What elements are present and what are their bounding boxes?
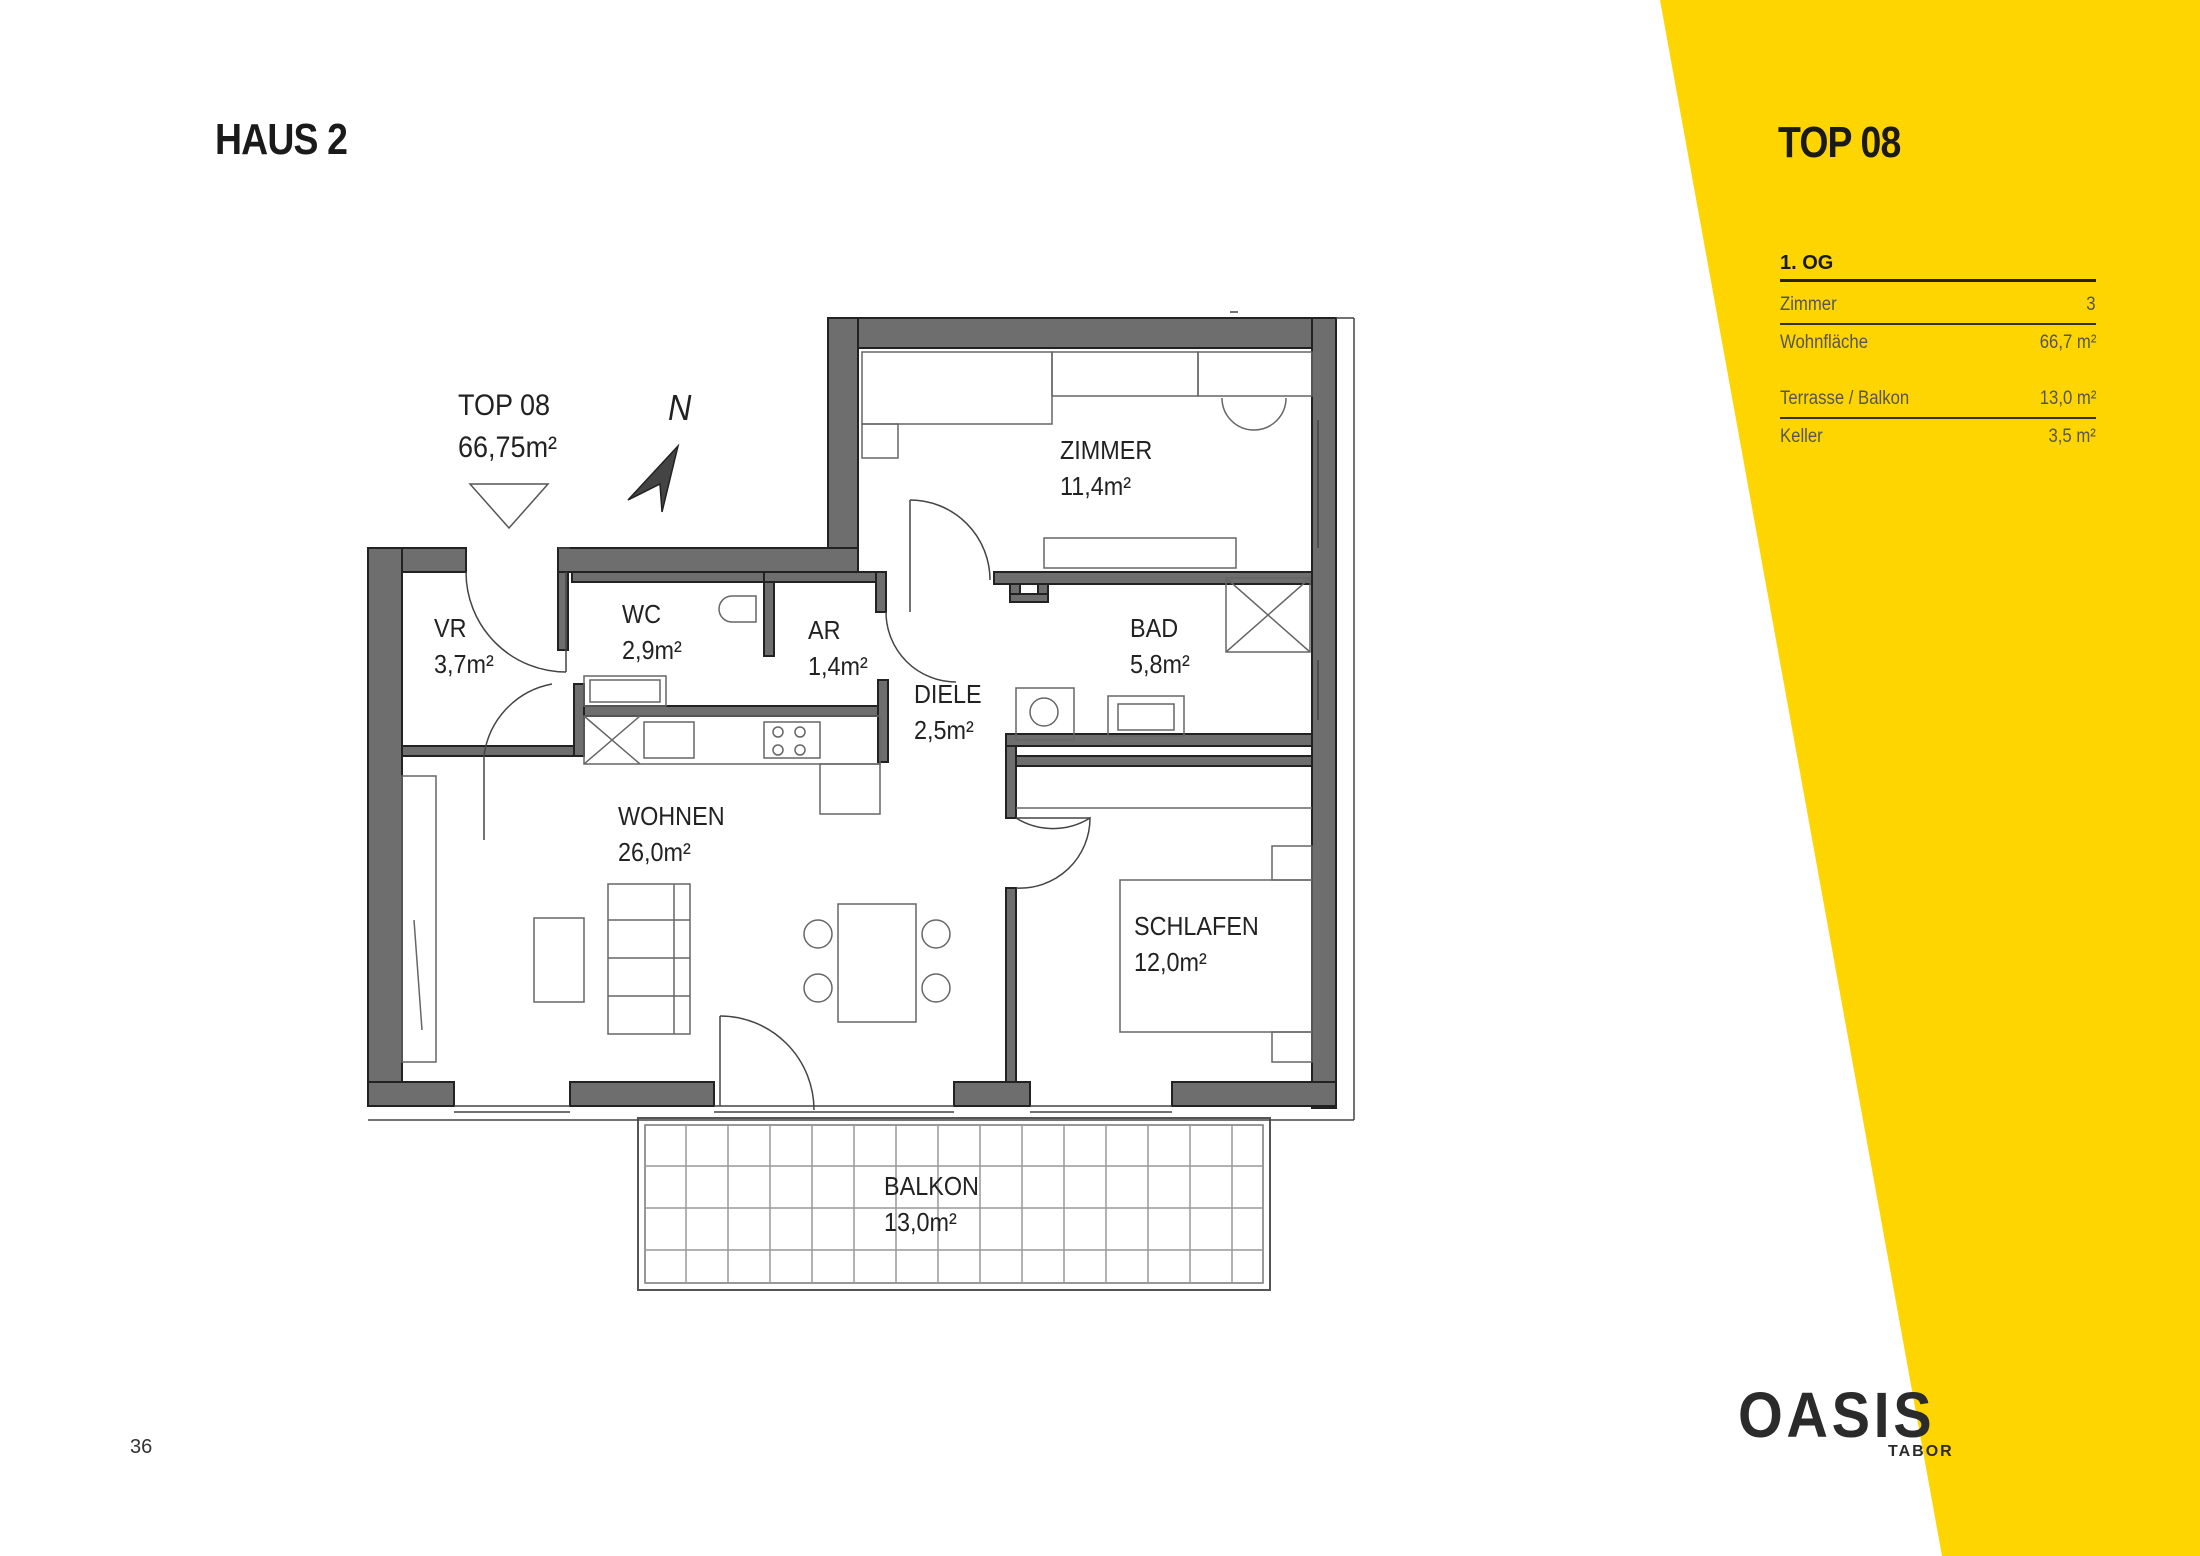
outer-thin-lines xyxy=(368,317,1355,1121)
north-arrow-icon xyxy=(627,443,680,513)
room-diele: DIELE 2,5m² xyxy=(914,676,982,748)
room-name: WOHNEN xyxy=(618,801,725,831)
room-area: 5,8m² xyxy=(1130,649,1190,679)
room-bad: BAD 5,8m² xyxy=(1130,610,1190,682)
info-label: Zimmer xyxy=(1780,294,1837,315)
info-label: Keller xyxy=(1780,426,1823,447)
room-name: ZIMMER xyxy=(1060,435,1153,465)
furniture xyxy=(401,351,1313,1063)
floor-plan xyxy=(367,311,1355,1291)
entrance-marker xyxy=(468,483,550,530)
unit-label: TOP 08 66,75m² xyxy=(458,385,557,469)
info-row-balcony: Terrasse / Balkon 13,0 m² xyxy=(1780,381,2096,419)
info-label: Terrasse / Balkon xyxy=(1780,388,1910,409)
doors xyxy=(465,311,1238,1111)
info-table-primary: Zimmer 3 Wohnfläche 66,7 m² xyxy=(1780,287,2096,361)
room-vr: VR 3,7m² xyxy=(434,610,494,682)
room-area: 13,0m² xyxy=(884,1207,957,1237)
outer-walls xyxy=(367,317,1337,1109)
room-wc: WC 2,9m² xyxy=(622,596,682,668)
room-area: 12,0m² xyxy=(1134,947,1207,977)
page-number: 36 xyxy=(130,1436,153,1458)
room-balkon: BALKON 13,0m² xyxy=(884,1168,979,1240)
room-wohnen: WOHNEN 26,0m² xyxy=(618,798,725,870)
info-value: 3 xyxy=(2086,294,2096,315)
brand-logo-sub: TABOR xyxy=(1888,1443,1954,1460)
unit-label-name: TOP 08 xyxy=(458,389,551,422)
info-value: 3,5 m² xyxy=(2048,426,2096,447)
room-name: VR xyxy=(434,613,467,643)
room-schlafen: SCHLAFEN 12,0m² xyxy=(1134,908,1259,980)
room-area: 1,4m² xyxy=(808,651,868,681)
brand-logo: OASIS xyxy=(1738,1379,1936,1451)
info-row-cellar: Keller 3,5 m² xyxy=(1780,419,2096,455)
yellow-accent-panel xyxy=(1660,0,2200,1556)
info-value: 13,0 m² xyxy=(2039,388,2096,409)
room-area: 2,5m² xyxy=(914,715,974,745)
unit-title: TOP 08 xyxy=(1778,118,1901,167)
info-row-living-area: Wohnfläche 66,7 m² xyxy=(1780,325,2096,361)
unit-label-area: 66,75m² xyxy=(458,431,558,464)
info-label: Wohnfläche xyxy=(1780,332,1868,353)
room-name: SCHLAFEN xyxy=(1134,911,1259,941)
room-name: DIELE xyxy=(914,679,982,709)
room-area: 11,4m² xyxy=(1060,471,1132,501)
info-row-rooms: Zimmer 3 xyxy=(1780,287,2096,325)
room-ar: AR 1,4m² xyxy=(808,612,868,684)
info-table-secondary: Terrasse / Balkon 13,0 m² Keller 3,5 m² xyxy=(1780,381,2096,455)
room-name: AR xyxy=(808,615,841,645)
haus-title: HAUS 2 xyxy=(215,115,348,164)
room-area: 3,7m² xyxy=(434,649,494,679)
room-area: 26,0m² xyxy=(618,837,691,867)
balcony-grid xyxy=(637,1117,1271,1291)
north-label: N xyxy=(668,387,692,428)
floor-label: 1. OG xyxy=(1780,252,2096,282)
room-name: BALKON xyxy=(884,1171,979,1201)
info-value: 66,7 m² xyxy=(2039,332,2096,353)
room-name: BAD xyxy=(1130,613,1179,643)
room-area: 2,9m² xyxy=(622,635,682,665)
room-zimmer: ZIMMER 11,4m² xyxy=(1060,432,1152,504)
room-name: WC xyxy=(622,599,661,629)
